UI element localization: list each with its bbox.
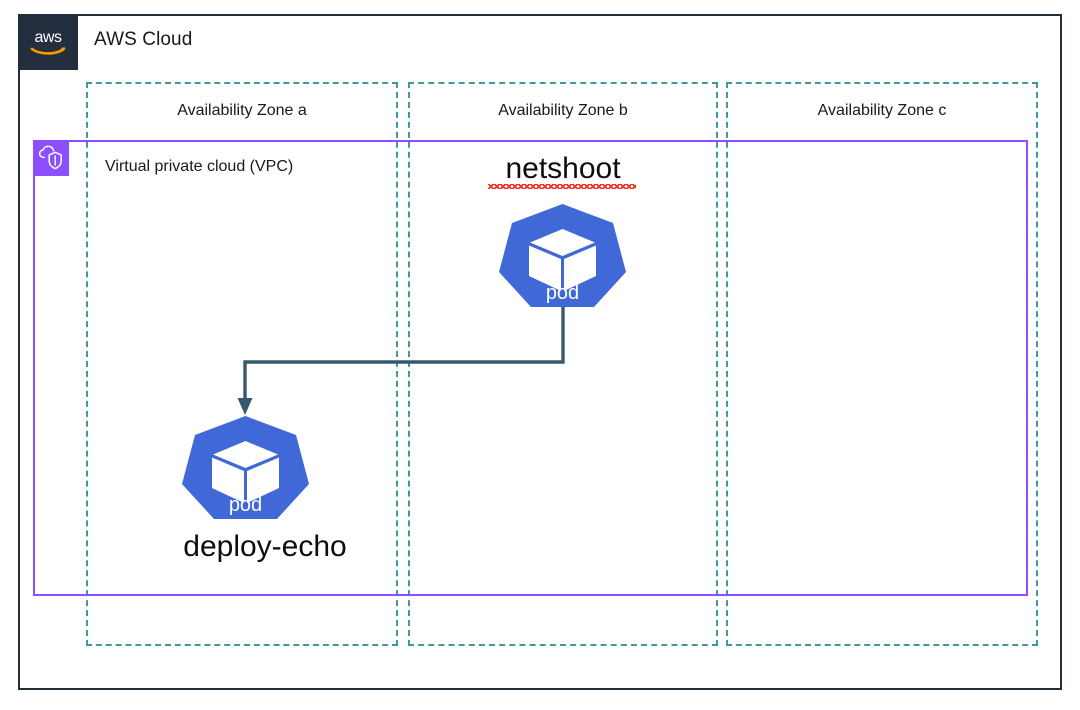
svg-text:aws: aws: [35, 29, 62, 46]
pod-node-deploy-echo[interactable]: pod: [178, 415, 313, 520]
availability-zone-c-boundary: [726, 82, 1038, 646]
vpc-boundary: [33, 140, 1028, 596]
aws-logo-icon: aws: [18, 14, 78, 70]
availability-zone-c-label: Availability Zone c: [817, 102, 947, 119]
availability-zone-b-label: Availability Zone b: [498, 102, 628, 119]
vpc-cloud-shield-icon: [33, 140, 69, 176]
vpc-label: Virtual private cloud (VPC): [105, 158, 294, 175]
svg-text:pod: pod: [546, 282, 579, 304]
svg-text:pod: pod: [229, 494, 262, 516]
netshoot-label: netshoot: [505, 152, 621, 185]
deploy-echo-label: deploy-echo: [183, 530, 347, 563]
availability-zone-a-label: Availability Zone a: [177, 102, 307, 119]
spellcheck-underline-icon: [488, 184, 636, 189]
pod-node-netshoot[interactable]: pod: [495, 203, 630, 308]
aws-cloud-label: AWS Cloud: [94, 29, 193, 50]
